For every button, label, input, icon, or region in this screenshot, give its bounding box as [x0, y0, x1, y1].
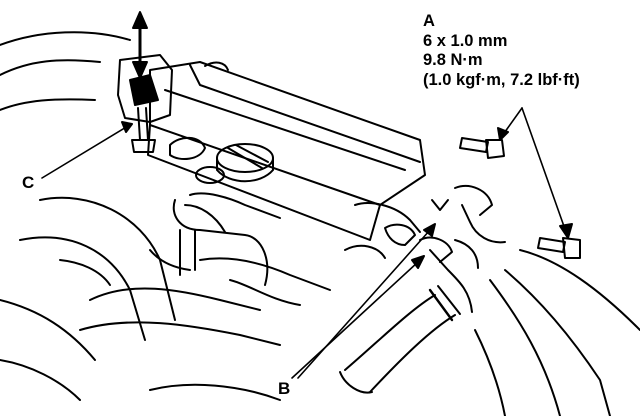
flange-bolt-lower	[537, 237, 581, 259]
torque-alt-units: (1.0 kgf·m, 7.2 lbf·ft)	[423, 70, 580, 89]
leader-b-2	[297, 229, 431, 379]
radiator-hoses	[19, 196, 331, 346]
hose-clamp-assembly	[344, 185, 506, 313]
intake-duct	[172, 192, 281, 286]
oil-filler-cap	[216, 143, 274, 183]
engine-bay-contour	[0, 31, 131, 111]
lift-direction-arrow	[132, 11, 148, 79]
label-a: A	[423, 12, 435, 30]
torque-nm: 9.8 N·m	[423, 51, 483, 69]
leader-c	[41, 125, 129, 179]
label-c: C	[22, 173, 35, 192]
engine-hanger-bracket	[117, 54, 173, 153]
label-b: B	[278, 379, 291, 398]
body-panel-right	[474, 249, 640, 416]
leader-a-2	[521, 107, 567, 233]
lower-base-lines	[0, 299, 281, 401]
callout-a: A 6 x 1.0 mm 9.8 N·m (1.0 kgf·m, 7.2 lbf…	[423, 12, 580, 90]
flange-bolt-upper	[459, 137, 505, 159]
water-hose	[339, 285, 461, 394]
bolt-size: 6 x 1.0 mm	[423, 31, 508, 50]
leader-b-1	[291, 261, 419, 379]
cylinder-head-cover	[147, 61, 426, 241]
